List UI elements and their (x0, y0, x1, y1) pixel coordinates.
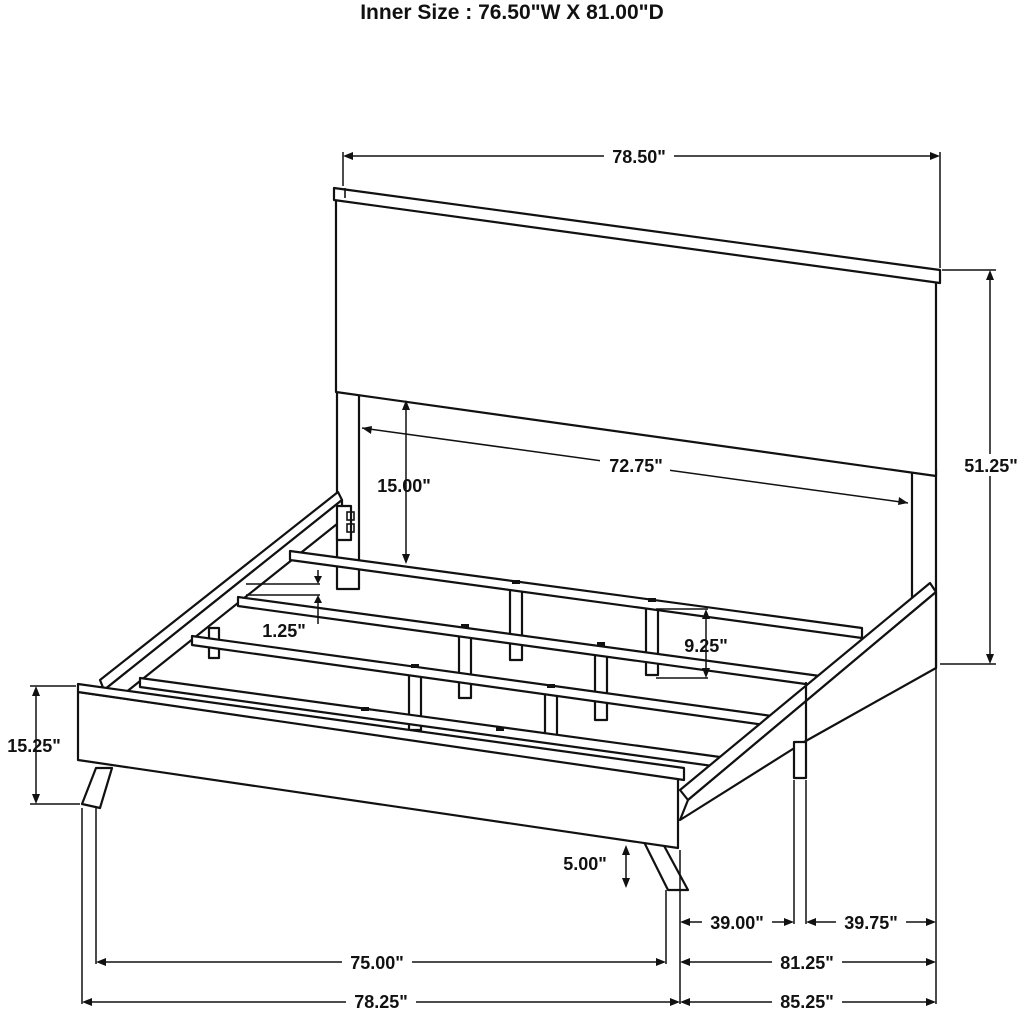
dim-headboard-width: 78.50" (612, 147, 666, 167)
dim-overall-length: 85.25" (780, 992, 834, 1012)
dim-footboard-height: 15.25" (7, 736, 61, 756)
dimension-labels: 78.50" 51.25" 72.75" 15.00" 1.25" 9.25" … (7, 146, 1024, 1012)
dim-clearance-height: 15.00" (377, 476, 431, 496)
center-support-leg (508, 586, 524, 662)
center-support-leg (457, 628, 473, 700)
dim-rail-height: 9.25" (684, 636, 728, 656)
page-title: Inner Size : 76.50"W X 81.00"D (360, 1, 664, 24)
rail-bracket (335, 504, 353, 542)
rail-support-leg (792, 740, 808, 780)
dim-side-segment-front: 39.00" (710, 913, 764, 933)
dim-leg-height: 5.00" (563, 854, 607, 874)
dim-overall-width: 78.25" (354, 992, 408, 1012)
footboard-top-cap (76, 682, 686, 782)
dim-inner-length: 81.25" (780, 953, 834, 973)
left-side-rail-face (102, 498, 344, 707)
dim-slat-thickness: 1.25" (262, 621, 306, 641)
center-support-leg (593, 646, 609, 722)
footboard-right-leg (642, 840, 690, 892)
bed-frame-drawing (76, 186, 942, 892)
dim-inner-width: 75.00" (350, 953, 404, 973)
dim-side-segment-back: 39.75" (844, 913, 898, 933)
headboard-top-cap (332, 186, 942, 285)
dim-inner-rail-width: 72.75" (609, 456, 663, 476)
dim-headboard-height: 51.25" (964, 456, 1018, 476)
footboard-left-leg (80, 766, 114, 810)
right-side-rail-face (678, 590, 938, 822)
